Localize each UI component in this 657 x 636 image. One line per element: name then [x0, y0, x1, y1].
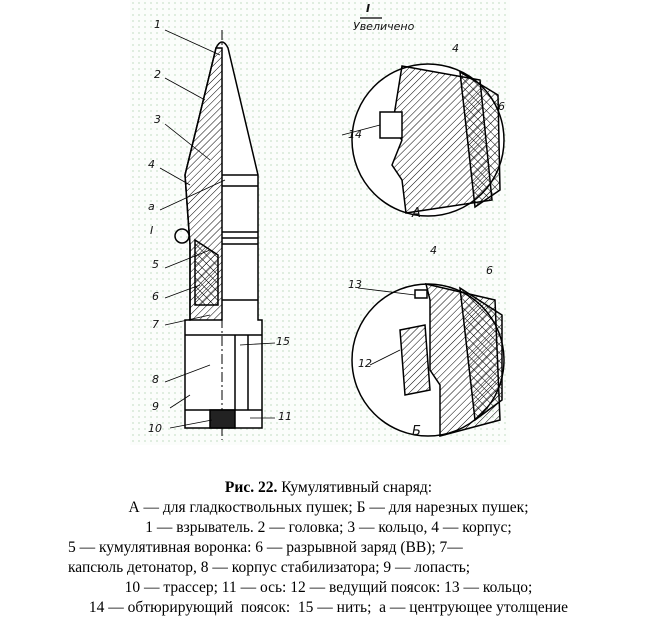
- detail-a: [341, 63, 505, 217]
- label-6: 6: [152, 290, 159, 303]
- figure-caption: Рис. 22. Кумулятивный снаряд: А — для гл…: [0, 478, 657, 618]
- caption-title-text: Кумулятивный снаряд:: [277, 479, 433, 496]
- detail-a-label-4: 4: [452, 42, 459, 55]
- detail-b-label-4: 4: [430, 244, 437, 257]
- label-3: 3: [154, 113, 161, 126]
- label-8: 8: [152, 373, 159, 386]
- label-15: 15: [276, 335, 290, 348]
- projectile-diagram: I Увеличено 1 2 3 4 а I 5 6 7 8 9 10 15 …: [130, 0, 510, 445]
- label-I: I: [150, 224, 154, 237]
- detail-b-label-13: 13: [348, 278, 362, 291]
- label-5: 5: [152, 258, 159, 271]
- detail-a-label-14: 14: [348, 128, 362, 141]
- detail-b: [351, 282, 505, 437]
- leader-lines: [159, 29, 276, 429]
- caption-title: Рис. 22. Кумулятивный снаряд:: [0, 478, 657, 498]
- caption-line: А — для гладкоствольных пушек; Б — для н…: [128, 499, 529, 516]
- caption-figure-number: Рис. 22.: [224, 479, 278, 496]
- label-4: 4: [148, 158, 155, 171]
- caption-line: капсюль детонатор, 8 — корпус стабилизат…: [68, 559, 471, 576]
- detail-a-label-6: 6: [498, 100, 505, 113]
- caption-line: 5 — кумулятивная воронка: 6 — разрывной …: [68, 539, 463, 556]
- caption-line: 14 — обтюрирующий поясок: 15 — нить; а —…: [88, 599, 569, 616]
- caption-line: 10 — трассер; 11 — ось: 12 — ведущий поя…: [124, 579, 533, 596]
- detail-b-label-12: 12: [358, 357, 372, 370]
- label-10: 10: [148, 422, 162, 435]
- caption-line: 1 — взрыватель. 2 — головка; 3 — кольцо,…: [145, 519, 512, 536]
- detail-title: I: [366, 2, 371, 15]
- detail-b-label-6: 6: [486, 264, 493, 277]
- label-7: 7: [152, 318, 159, 331]
- projectile-body: [174, 30, 263, 440]
- projectile-drawing: [159, 17, 505, 440]
- detail-b-letter: Б: [412, 424, 421, 439]
- label-a: а: [148, 200, 155, 213]
- label-11: 11: [278, 410, 292, 423]
- label-2: 2: [154, 68, 161, 81]
- detail-a-letter: А: [412, 206, 421, 221]
- label-9: 9: [152, 400, 159, 413]
- label-1: 1: [154, 18, 161, 31]
- detail-subtitle: Увеличено: [353, 20, 415, 33]
